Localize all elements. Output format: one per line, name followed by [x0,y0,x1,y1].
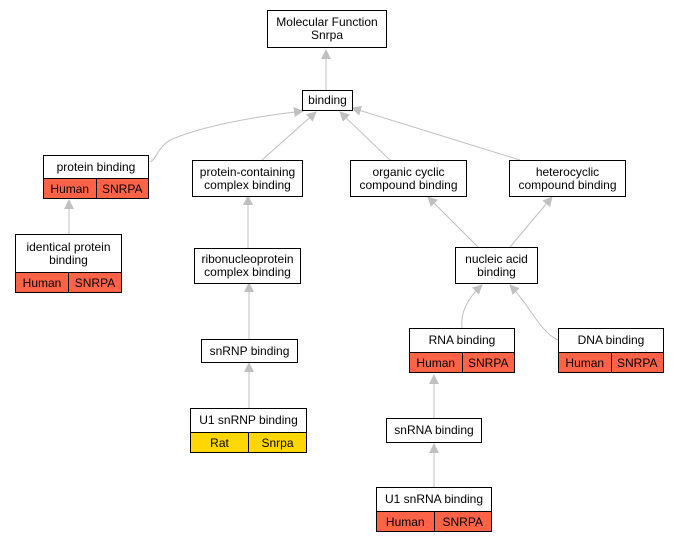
node-organic-cyclic-compound-binding[interactable]: organic cyclic compound binding [350,160,467,197]
node-ribonucleoprotein-line1: ribonucleoprotein [201,252,294,266]
node-snrnp-binding[interactable]: snRNP binding [201,339,298,363]
node-organic-cyclic-line2: compound binding [359,177,458,192]
node-snrnp-label: snRNP binding [209,343,290,358]
node-u1-snrna-label: U1 snRNA binding [384,492,484,506]
node-protein-binding-annotation: Human SNRPA [44,178,148,198]
node-ribonucleoprotein-complex-binding[interactable]: ribonucleoprotein complex binding [194,248,301,284]
node-identical-protein-line1: identical protein [26,239,111,254]
species-cell: Rat [210,435,229,450]
gene-cell: Snrpa [248,433,306,452]
node-heterocyclic-compound-binding[interactable]: heterocyclic compound binding [509,160,626,197]
node-u1-snrna-binding[interactable]: U1 snRNA binding Human SNRPA [376,487,492,532]
species-cell: Human [416,355,456,370]
node-protein-binding-label: protein binding [56,159,136,174]
node-nucleic-acid-binding[interactable]: nucleic acid binding [455,247,538,284]
node-snrna-binding[interactable]: snRNA binding [386,418,482,443]
edge-heterocyclic-to-binding [351,105,521,161]
species-cell: Human [22,275,62,290]
node-u1-snrnp-binding[interactable]: U1 snRNP binding Rat Snrpa [190,408,307,453]
node-molecular-function[interactable]: Molecular Function Snrpa [267,10,387,48]
edge-dna-binding-to-nucleic-acid [509,284,559,341]
node-molecular-function-line2: Snrpa [310,28,344,42]
node-heterocyclic-line1: heterocyclic [535,164,600,179]
node-snrna-label: snRNA binding [394,423,474,437]
edge-protein-containing-to-binding [261,111,317,161]
edge-organic-cyclic-to-binding [339,111,391,161]
gene-cell: SNRPA [95,179,149,198]
node-protein-containing-line2: complex binding [204,177,291,192]
node-heterocyclic-line2: compound binding [518,177,617,192]
gene-cell: SNRPA [68,273,121,292]
gene-cell: SNRPA [461,353,515,372]
node-protein-binding[interactable]: protein binding Human SNRPA [43,155,149,199]
node-u1-snrnp-label: U1 snRNP binding [199,413,298,427]
node-dna-binding-label: DNA binding [577,333,645,347]
node-binding[interactable]: binding [302,90,353,111]
node-rna-binding-annotation: Human SNRPA [410,352,514,372]
node-dna-binding-annotation: Human SNRPA [559,352,663,372]
species-cell: Human [565,355,605,370]
node-nucleic-acid-line1: nucleic acid [465,251,528,266]
node-nucleic-acid-line2: binding [477,264,516,279]
node-rna-binding-label: RNA binding [428,333,496,347]
edge-nucleic-acid-to-organic-cyclic [427,196,479,248]
gene-cell: SNRPA [610,353,664,372]
node-dna-binding[interactable]: DNA binding Human SNRPA [558,328,664,373]
node-ribonucleoprotein-line2: complex binding [204,265,291,279]
node-organic-cyclic-line1: organic cyclic [372,164,445,179]
edge-nucleic-acid-to-heterocyclic [509,196,553,248]
species-cell: Human [385,514,425,529]
node-identical-protein-binding[interactable]: identical protein binding Human SNRPA [15,234,122,293]
node-identical-protein-annotation: Human SNRPA [16,272,121,292]
edge-protein-binding-to-binding [149,107,304,163]
node-binding-label: binding [308,93,347,107]
edge-rna-binding-to-nucleic-acid [461,284,483,329]
gene-cell: SNRPA [433,512,492,531]
node-rna-binding[interactable]: RNA binding Human SNRPA [409,328,515,373]
node-protein-containing-line1: protein-containing [199,164,296,179]
node-u1-snrna-annotation: Human SNRPA [377,511,491,531]
node-identical-protein-line2: binding [49,252,88,267]
node-u1-snrnp-annotation: Rat Snrpa [191,432,306,452]
species-cell: Human [50,181,90,196]
node-protein-containing-complex-binding[interactable]: protein-containing complex binding [192,160,303,197]
node-molecular-function-line1: Molecular Function [276,15,378,29]
